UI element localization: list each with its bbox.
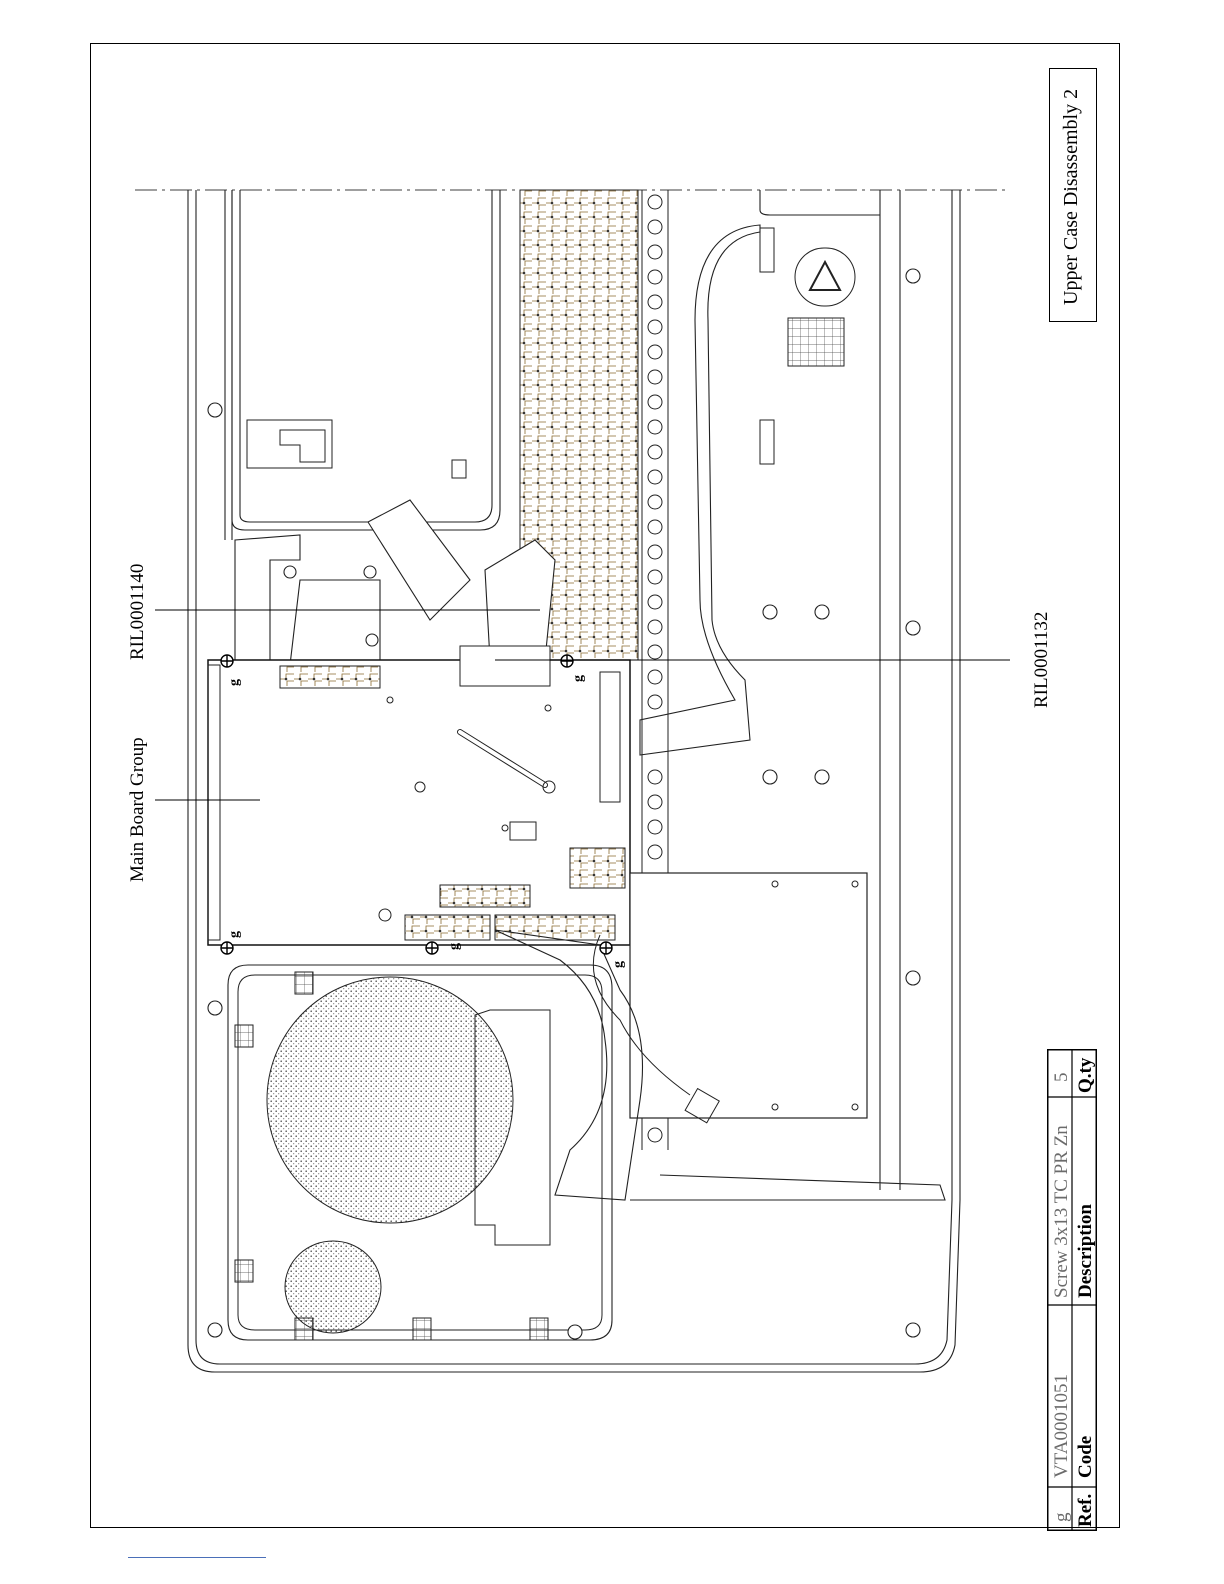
cell-qty: 5	[1052, 1073, 1071, 1083]
screw-marker: g	[448, 943, 462, 950]
cell-ref: g	[1052, 1513, 1071, 1523]
screw-marker: g	[228, 931, 242, 938]
ribbon-cables	[235, 500, 555, 665]
cell-description: Screw 3x13 TC PR Zn	[1052, 1125, 1071, 1298]
drawing-title: Upper Case Disassembly 2	[1061, 89, 1081, 305]
footer-rule	[128, 1557, 266, 1558]
vent-grid	[788, 318, 844, 366]
upper-case-drawing	[90, 43, 1120, 1528]
callout-main-board-group: Main Board Group	[128, 737, 147, 882]
secondary-board	[630, 873, 867, 1118]
speaker-bay	[228, 965, 612, 1340]
screw-marker: g	[228, 679, 242, 686]
header-ref: Ref.	[1076, 1494, 1095, 1527]
cable-loop	[640, 225, 760, 755]
callout-ril0001140: RIL0001140	[128, 564, 147, 660]
large-speaker	[267, 977, 513, 1223]
screw-marker: g	[572, 675, 586, 682]
header-description: Description	[1076, 1204, 1095, 1298]
cell-code: VTA0001051	[1052, 1374, 1071, 1478]
main-board	[208, 646, 630, 945]
header-code: Code	[1076, 1436, 1095, 1478]
wire-harness	[495, 930, 643, 1200]
header-qty: Q.ty	[1076, 1058, 1095, 1093]
callout-ril0001132: RIL0001132	[1032, 612, 1051, 708]
screw-marker: g	[612, 961, 626, 968]
